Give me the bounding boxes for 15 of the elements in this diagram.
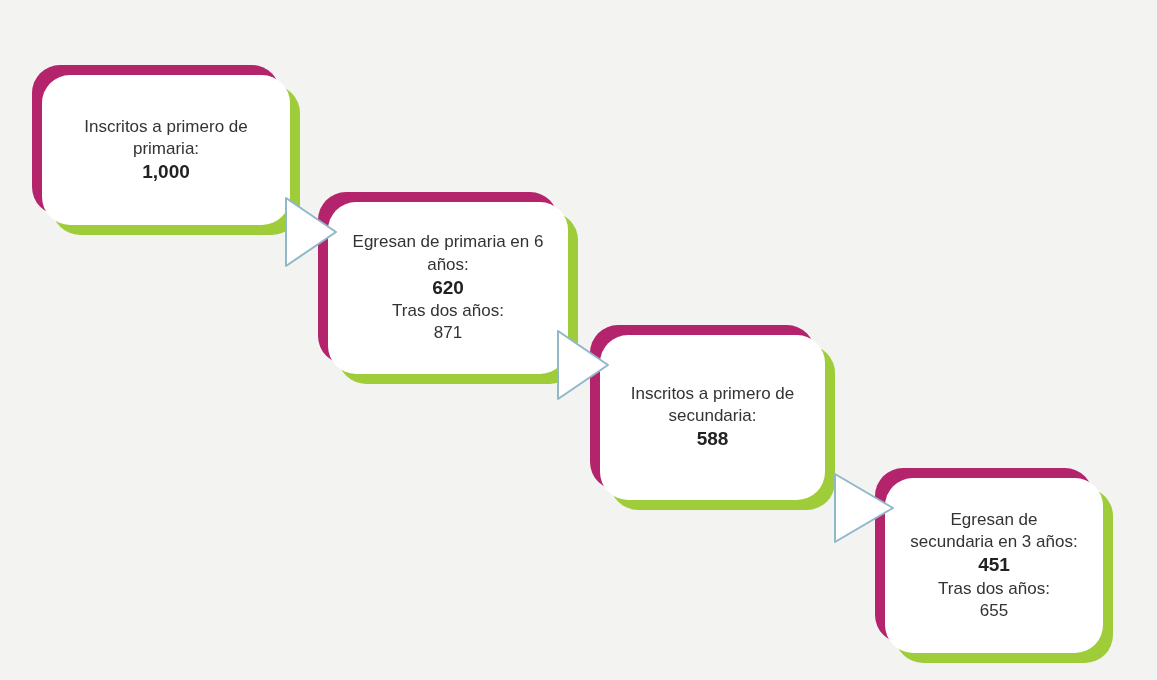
label-text: Egresan de primaria en 6 años: bbox=[352, 231, 544, 276]
arrow bbox=[834, 473, 894, 543]
arrow bbox=[285, 197, 337, 267]
value-text: 588 bbox=[696, 427, 729, 452]
value-text: 620 bbox=[432, 275, 464, 300]
value-text: 451 bbox=[978, 553, 1010, 578]
value-text: 1,000 bbox=[142, 159, 190, 184]
label-text: Inscritos a primero de primaria: bbox=[83, 115, 249, 160]
label-text: 655 bbox=[979, 599, 1009, 622]
label-text: Inscritos a primero de secundaria: bbox=[629, 383, 796, 428]
arrow bbox=[557, 330, 609, 400]
label-text: Egresan de secundaria en 3 años: bbox=[909, 508, 1079, 554]
label-text: Tras dos años: bbox=[938, 577, 1050, 600]
label-text: Tras dos años: bbox=[392, 300, 504, 323]
label-text: 871 bbox=[433, 322, 463, 345]
